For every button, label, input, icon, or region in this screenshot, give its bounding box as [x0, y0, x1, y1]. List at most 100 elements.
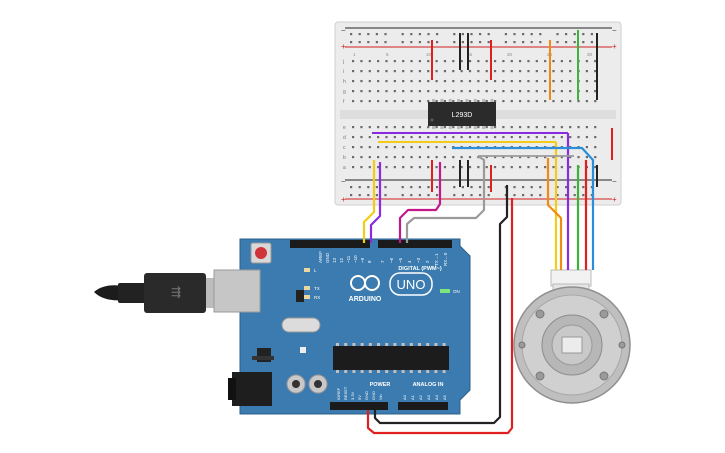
breadboard-hole — [519, 90, 522, 93]
breadboard-hole — [502, 156, 505, 159]
breadboard-hole — [352, 156, 355, 159]
breadboard-hole — [460, 126, 463, 129]
wire-yellow-pin11[interactable] — [362, 160, 376, 243]
wire-red-5v[interactable] — [366, 198, 514, 435]
breadboard-hole — [427, 126, 430, 129]
breadboard-hole — [402, 100, 405, 103]
breadboard-hole — [452, 156, 455, 159]
breadboard-hole — [460, 136, 463, 139]
led-tx — [304, 286, 310, 290]
breadboard-hole — [360, 90, 363, 93]
breadboard-hole — [502, 60, 505, 63]
mcu-pin — [401, 370, 405, 373]
breadboard-hole — [385, 60, 388, 63]
breadboard-hole — [352, 70, 355, 73]
breadboard-hole — [427, 90, 430, 93]
rail-hole — [350, 33, 353, 36]
breadboard-hole — [569, 156, 572, 159]
arduino-uno[interactable]: AREF GND 13 12 ~11 ~10 ~9 8 7 ~6 ~5 4 ~3… — [213, 238, 471, 415]
breadboard-hole — [352, 60, 355, 63]
wire-blue-motor[interactable] — [452, 146, 595, 270]
breadboard-hole — [585, 100, 588, 103]
breadboard-hole — [460, 156, 463, 159]
breadboard-hole — [360, 60, 363, 63]
breadboard-hole — [427, 156, 430, 159]
breadboard-hole — [468, 166, 472, 169]
led-rx-label: RX — [314, 295, 320, 300]
breadboard-hole — [385, 126, 388, 129]
breadboard[interactable]: − + − + − + − + j i h g f e d c b a 1 5 … — [334, 21, 622, 206]
rail-hole — [573, 33, 576, 36]
wire-purple-pin10[interactable] — [369, 162, 382, 243]
rail-hole — [565, 194, 568, 197]
reset-button[interactable] — [255, 247, 267, 259]
wire-black-gnd[interactable] — [373, 185, 509, 425]
breadboard-hole — [452, 136, 455, 139]
breadboard-hole — [485, 156, 488, 159]
rail-hole — [401, 194, 404, 197]
mcu-pin — [434, 370, 438, 373]
breadboard-hole — [477, 80, 480, 83]
row-label: g — [343, 89, 346, 95]
rail-hole — [427, 194, 430, 197]
wire-gray-pin5[interactable] — [405, 155, 486, 243]
l293d-chip[interactable]: L293D — [428, 99, 496, 129]
breadboard-hole — [527, 60, 530, 63]
breadboard-hole — [443, 90, 447, 93]
breadboard-hole — [519, 80, 522, 83]
pin-label: IOREF — [336, 387, 341, 400]
chip-pin — [473, 125, 477, 129]
breadboard-hole — [560, 100, 563, 103]
breadboard-hole — [594, 156, 597, 159]
breadboard-hole — [477, 126, 480, 129]
breadboard-hole — [352, 100, 355, 103]
breadboard-hole — [443, 166, 447, 169]
pin-label: GND — [364, 391, 369, 400]
encoder-motor[interactable] — [513, 269, 631, 404]
bottom-rail-minus-label-right: − — [612, 177, 617, 186]
pin-label: 2 — [425, 260, 430, 263]
capacitor-top — [292, 380, 300, 388]
usb-plug-body — [144, 273, 206, 313]
wire-orange-motor[interactable] — [546, 158, 563, 270]
row-label: e — [343, 125, 346, 131]
breadboard-hole — [352, 126, 355, 129]
rail-hole — [487, 33, 490, 36]
wire-magenta-pin6[interactable] — [398, 162, 442, 243]
breadboard-hole — [402, 126, 405, 129]
rail-hole — [384, 41, 387, 44]
breadboard-hole — [519, 126, 522, 129]
breadboard-hole — [594, 136, 597, 139]
pin-label: RESET — [343, 386, 348, 400]
usb-b-port[interactable] — [213, 269, 261, 313]
rail-hole — [513, 33, 516, 36]
breadboard-hole — [569, 136, 572, 139]
breadboard-hole — [544, 100, 547, 103]
breadboard-hole — [594, 70, 597, 73]
rail-hole — [556, 186, 559, 189]
breadboard-hole — [502, 126, 505, 129]
breadboard-hole — [352, 80, 355, 83]
bottom-rail-plus-label-right: + — [612, 195, 617, 204]
rail-hole — [487, 186, 490, 189]
mcu-pin — [426, 343, 430, 346]
breadboard-hole — [443, 126, 447, 129]
breadboard-hole — [527, 136, 530, 139]
wires[interactable] — [362, 133, 595, 435]
breadboard-hole — [368, 136, 371, 139]
breadboard-hole — [544, 80, 547, 83]
power-jack[interactable] — [232, 372, 272, 406]
rail-hole — [590, 33, 593, 36]
usb-cable[interactable]: ⇶ — [94, 273, 222, 313]
breadboard-hole — [360, 70, 363, 73]
rail-hole — [401, 41, 404, 44]
model-label: UNO — [397, 277, 426, 292]
rail-hole — [418, 41, 421, 44]
breadboard-hole — [477, 70, 480, 73]
breadboard-hole — [452, 126, 455, 129]
rail-hole — [461, 186, 464, 189]
chip-pin — [432, 99, 435, 103]
column-label: 15 — [467, 52, 473, 57]
breadboard-hole — [552, 100, 555, 103]
rail-hole — [410, 33, 413, 36]
